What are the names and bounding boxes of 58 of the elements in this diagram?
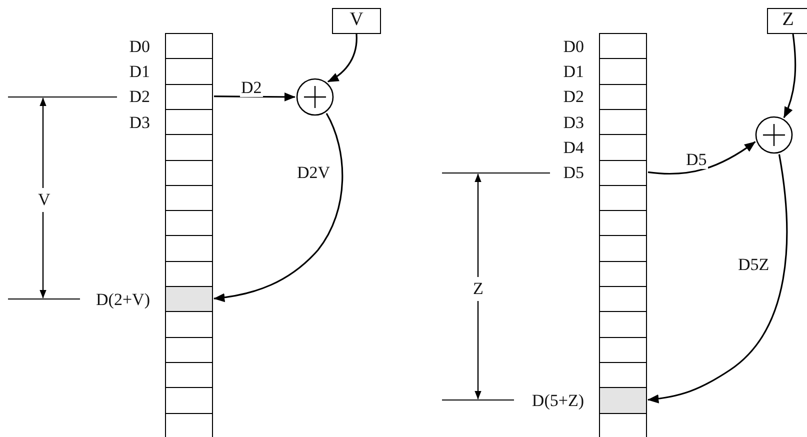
register-label: D3	[129, 114, 150, 132]
register-cell	[165, 58, 213, 86]
register-cell	[165, 108, 213, 136]
register-cell	[599, 260, 647, 288]
register-cell	[165, 84, 213, 110]
register-cell	[165, 260, 213, 288]
register-label: D1	[129, 62, 150, 81]
register-cell	[599, 84, 647, 110]
dimension-label: Z	[472, 276, 484, 300]
dimension-label: V	[37, 188, 52, 212]
arrow	[327, 34, 358, 82]
register-cell	[599, 134, 647, 162]
register-label: D0	[129, 38, 150, 56]
register-cell	[599, 311, 647, 338]
arrow	[648, 141, 756, 175]
register-cell	[599, 362, 647, 389]
register-cell	[599, 235, 647, 262]
register-cell	[599, 58, 647, 86]
register-cell	[599, 336, 647, 364]
summing-junction	[296, 78, 334, 116]
register-cell	[165, 33, 213, 60]
register-cell	[165, 336, 213, 364]
register-cell	[165, 412, 213, 437]
arrow	[214, 92, 296, 102]
arrow	[213, 113, 344, 302]
register-cell	[165, 134, 213, 162]
register-label: D3	[563, 114, 584, 132]
highlighted-register-cell	[165, 286, 213, 313]
edge-label: D2	[240, 79, 263, 97]
summing-junction	[755, 116, 793, 154]
register-label: D5	[563, 164, 584, 182]
arrow	[647, 154, 788, 404]
register-cell	[599, 286, 647, 313]
register-cell	[599, 33, 647, 60]
register-cell	[599, 160, 647, 186]
register-cell	[165, 184, 213, 212]
register-label: D2	[129, 88, 150, 106]
register-cell	[599, 210, 647, 237]
register-cell	[599, 184, 647, 212]
register-label: D4	[563, 138, 584, 157]
register-label: D0	[563, 38, 584, 56]
register-cell	[165, 235, 213, 262]
register-label: D(5+Z)	[532, 392, 584, 410]
register-cell	[165, 362, 213, 389]
arrow	[783, 34, 796, 118]
register-cell	[599, 108, 647, 136]
register-label: D2	[563, 88, 584, 106]
register-cell	[165, 311, 213, 338]
register-cell	[599, 412, 647, 437]
edge-label: D5	[685, 151, 708, 169]
operand-box: Z	[767, 8, 807, 34]
register-label: D(2+V)	[96, 290, 150, 309]
highlighted-register-cell	[599, 387, 647, 414]
register-cell	[165, 210, 213, 237]
register-cell	[165, 387, 213, 414]
register-cell	[165, 160, 213, 186]
operand-box: V	[332, 8, 381, 34]
register-label: D1	[563, 62, 584, 81]
